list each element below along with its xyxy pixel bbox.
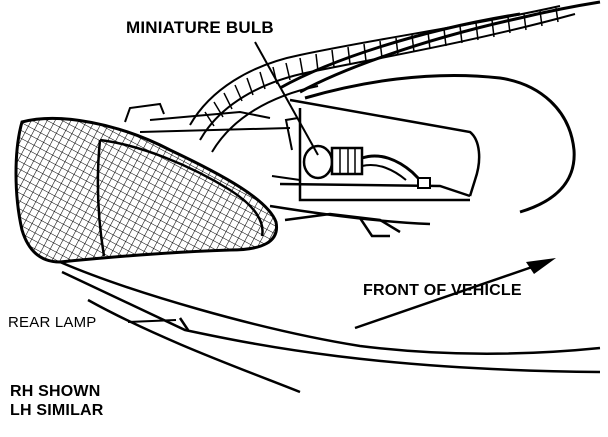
rear-lamp-label: REAR LAMP (8, 314, 97, 331)
lower-body-lines (59, 260, 601, 394)
leader-lines (127, 41, 319, 323)
note-rh-shown: RH SHOWN (10, 383, 101, 400)
rear-lamp-lens (14, 116, 279, 264)
lamp-housing (269, 98, 481, 238)
front-of-vehicle-label: FRONT OF VEHICLE (363, 282, 522, 299)
note-lh-similar: LH SIMILAR (10, 402, 104, 419)
front-arrow (354, 258, 556, 330)
bulb-socket (271, 117, 431, 189)
weatherstrip-ribs (204, 7, 559, 127)
miniature-bulb-label: MINIATURE BULB (126, 18, 274, 37)
lens-bracket (124, 102, 291, 133)
